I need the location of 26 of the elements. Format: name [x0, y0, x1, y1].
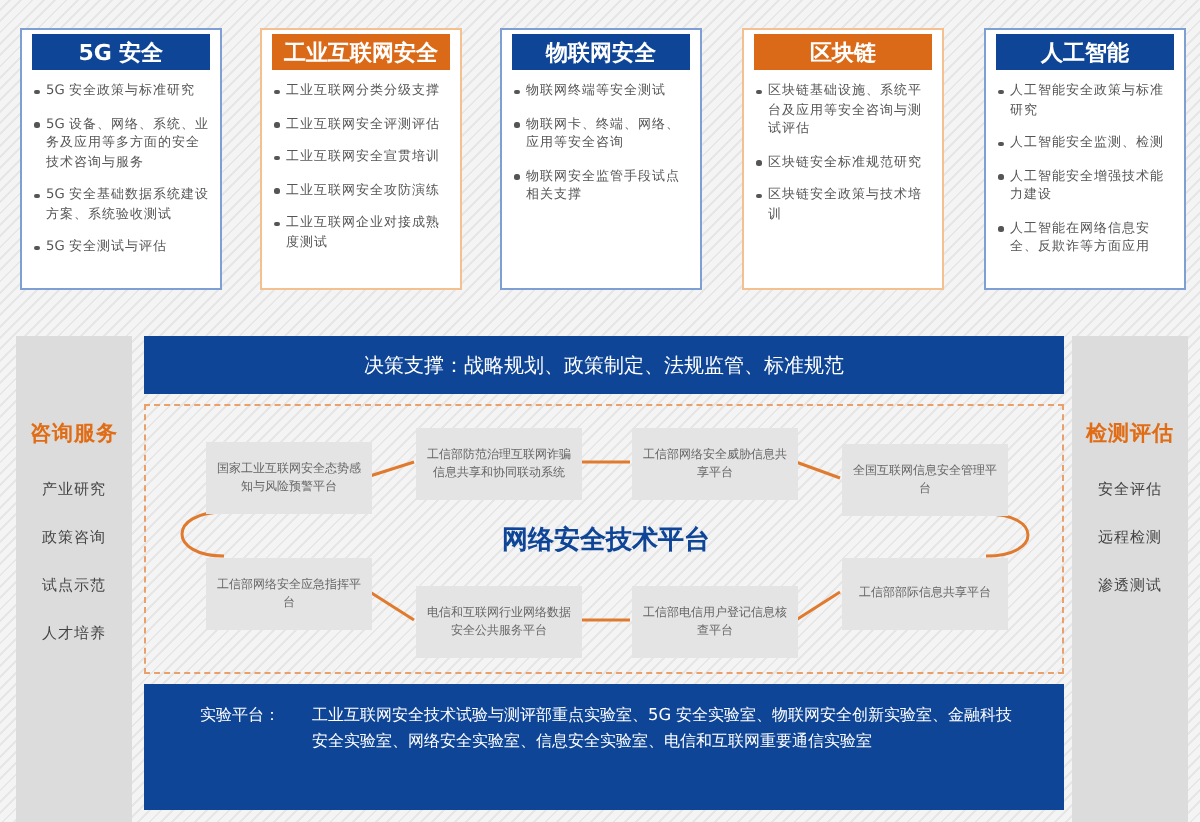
platform-title: 网络安全技术平台 [500, 523, 712, 558]
connector-line [795, 590, 841, 622]
connector-line [580, 618, 630, 622]
decision-banner: 决策支撑：战略规划、政策制定、法规监管、标准规范 [144, 336, 1064, 394]
card-heading: 物联网安全 [512, 34, 690, 70]
side-panel [1072, 336, 1188, 822]
connector-line [369, 460, 415, 478]
lab-banner [144, 684, 1064, 810]
panel-heading: 检测评估 [1083, 420, 1176, 448]
lab-list: 工业互联网安全技术试验与测评部重点实验室、5G 安全实验室、物联网安全创新实验室、金融科技安全实验室、网络安全实验室、信息安全实验室、电信和互联网重要通信实验室 [312, 702, 1016, 754]
service-card [984, 28, 1186, 290]
service-card [260, 28, 462, 290]
service-card [500, 28, 702, 290]
side-panel [16, 336, 132, 822]
card-heading: 人工智能 [996, 34, 1174, 70]
connector-line [795, 460, 841, 480]
service-card [20, 28, 222, 290]
service-card [742, 28, 944, 290]
connector-line [369, 590, 415, 622]
card-heading: 区块链 [754, 34, 932, 70]
card-heading: 5G 安全 [32, 34, 210, 70]
lab-label: 实验平台： [200, 702, 280, 728]
platform-area [144, 404, 1064, 674]
connector-line [580, 460, 630, 464]
panel-heading: 咨询服务 [28, 420, 120, 448]
card-heading: 工业互联网安全 [272, 34, 450, 70]
